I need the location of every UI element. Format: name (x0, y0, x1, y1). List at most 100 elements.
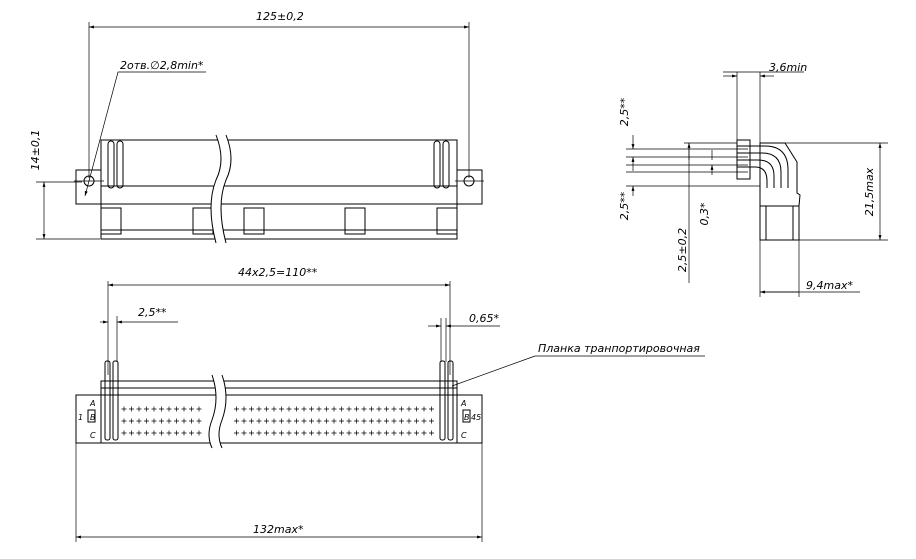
pin-mark (331, 406, 337, 412)
pin-mark (384, 406, 389, 412)
pin-mark (241, 418, 247, 424)
pin-mark (346, 406, 352, 412)
pin-mark (181, 406, 187, 412)
pin-mark (346, 430, 352, 436)
pin-mark (406, 430, 412, 436)
top-width-dim: 125±0,2 (256, 10, 304, 23)
pin-mark (166, 430, 172, 436)
pin-mark (256, 430, 262, 436)
pin-mark (339, 418, 344, 424)
pin-mark (414, 418, 419, 424)
row-c-right: C (461, 431, 467, 440)
pin-mark (316, 418, 322, 424)
pin-mark (286, 418, 292, 424)
side-depth-dim: 9,4max* (806, 279, 853, 292)
pin-mark (129, 406, 134, 412)
pin-mark (294, 430, 299, 436)
pin-mark (301, 430, 307, 436)
pin-mark (256, 406, 262, 412)
pin-mark (121, 430, 127, 436)
pin-mark (369, 430, 374, 436)
pin-mark (144, 430, 149, 436)
pin-mark (316, 406, 322, 412)
side-offset-dim: 0,3* (698, 202, 711, 225)
pin-mark (414, 430, 419, 436)
pin-mark (399, 418, 404, 424)
pin-mark (166, 418, 172, 424)
pin-mark (294, 406, 299, 412)
pin-mark (354, 406, 359, 412)
side-pitch-b-dim: 2,5** (618, 191, 631, 220)
pin-mark (264, 430, 269, 436)
pin-mark (324, 418, 329, 424)
pin-mark (301, 406, 307, 412)
pin-mark (361, 418, 367, 424)
pin-mark (189, 418, 194, 424)
pin-mark (399, 430, 404, 436)
last-pin-label: 45 (471, 413, 481, 422)
pin-mark (264, 418, 269, 424)
pin-mark (354, 418, 359, 424)
pin-mark (196, 430, 202, 436)
pin-mark (121, 418, 127, 424)
pin-grid (121, 406, 434, 436)
pin-mark (279, 430, 284, 436)
pin-mark (286, 430, 292, 436)
pin-mark (376, 406, 382, 412)
pin-mark (391, 406, 397, 412)
pin-mark (324, 406, 329, 412)
pin-mark (234, 418, 239, 424)
first-pin-label: 1 (78, 413, 83, 422)
side-row-dim: 2,5±0,2 (676, 228, 689, 272)
pin-mark (249, 406, 254, 412)
pin-mark (324, 430, 329, 436)
pin-mark (144, 406, 149, 412)
pin-mark (376, 418, 382, 424)
pin-mark (256, 418, 262, 424)
pin-mark (369, 406, 374, 412)
pin-mark (399, 406, 404, 412)
pin-mark (174, 430, 179, 436)
pin-mark (286, 406, 292, 412)
pin-mark (129, 430, 134, 436)
pin-mark (264, 406, 269, 412)
pin-mark (241, 406, 247, 412)
pin-mark (234, 430, 239, 436)
pin-mark (421, 406, 427, 412)
pin-mark (151, 418, 157, 424)
pin-mark (391, 418, 397, 424)
pin-mark (159, 430, 164, 436)
pin-mark (309, 406, 314, 412)
pin-mark (309, 418, 314, 424)
pin-mark (376, 430, 382, 436)
side-view: 3,6min 2,5** 2,5** 0,3* 2,5±0,2 21,5max (618, 61, 888, 297)
pin-mark (181, 430, 187, 436)
pin-mark (294, 418, 299, 424)
pin-mark (271, 406, 277, 412)
pin-mark (279, 406, 284, 412)
pin-mark (189, 430, 194, 436)
pin-mark (406, 406, 412, 412)
pin-mark (391, 430, 397, 436)
pin-mark (174, 418, 179, 424)
pin-mark (241, 430, 247, 436)
row-b-right: B (464, 413, 470, 422)
front-pitch-dim: 2,5** (138, 306, 167, 319)
front-total-width-dim: 132max* (253, 523, 304, 536)
pin-mark (196, 418, 202, 424)
pin-mark (301, 418, 307, 424)
pin-mark (271, 418, 277, 424)
pin-mark (309, 430, 314, 436)
front-pin-span-dim: 44x2,5=110** (238, 266, 318, 279)
left-flange (75, 169, 102, 205)
pin-mark (151, 406, 157, 412)
pin-mark (339, 430, 344, 436)
pin-mark (361, 430, 367, 436)
pin-mark (189, 406, 194, 412)
top-view: 125±0,2 14±0,1 2отв.∅2,8min* (29, 10, 484, 244)
side-pitch-a-dim: 2,5** (618, 97, 631, 126)
pin-mark (384, 418, 389, 424)
pin-mark (159, 406, 164, 412)
pin-mark (136, 418, 142, 424)
